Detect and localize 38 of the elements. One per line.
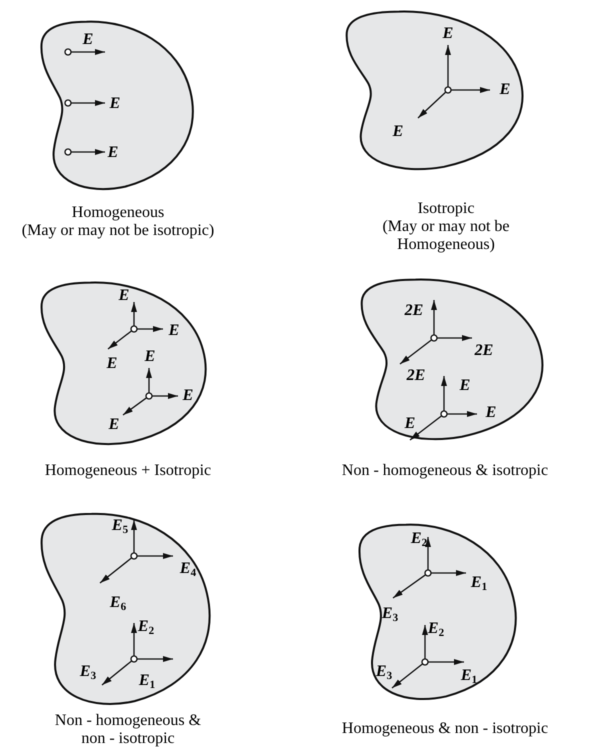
modulus-label: E$_{1}$: [460, 668, 478, 686]
node-label: Isotropic: [416, 200, 476, 218]
modulus-label: E$_{4}$: [180, 561, 196, 579]
modulus-label: E: [442, 26, 454, 42]
modulus-label: E$_{3}$: [382, 606, 398, 624]
modulus-label: 2E: [406, 368, 426, 384]
node-label: (May or may not be isotropic): [20, 222, 216, 240]
modulus-label: E: [460, 378, 470, 394]
modulus-label: E$_{3}$: [80, 664, 96, 682]
modulus-label: E: [404, 416, 416, 432]
node-label: Homogeneous & non - isotropic: [340, 720, 550, 738]
modulus-label: E: [182, 388, 194, 404]
modulus-label: E: [392, 124, 404, 140]
node-label: Non - homogeneous & non - isotropic: [54, 712, 202, 748]
modulus-label: E$_{5}$: [112, 518, 128, 536]
modulus-label: E$_{2}$: [428, 621, 444, 639]
modulus-label: E$_{6}$: [110, 595, 126, 613]
node-label: Homogeneous: [70, 204, 166, 222]
node-label: (May or may not be Homogeneous): [381, 218, 511, 254]
modulus-label: E: [110, 96, 120, 112]
modulus-label: 2E: [404, 303, 424, 319]
modulus-label: E: [486, 405, 496, 421]
modulus-label: E$_{1}$: [470, 575, 488, 593]
modulus-label: E$_{3}$: [376, 664, 392, 682]
modulus-label: 2E: [474, 343, 494, 359]
modulus-label: E: [168, 323, 180, 339]
node-label: Non - homogeneous & isotropic: [340, 462, 550, 480]
modulus-label: E: [108, 417, 120, 433]
modulus-label: E: [106, 356, 118, 372]
modulus-label: E$_{1}$: [138, 673, 156, 691]
node-label: Homogeneous + Isotropic: [44, 462, 212, 480]
modulus-label: E: [118, 288, 130, 304]
modulus-label: E: [144, 349, 156, 365]
modulus-label: E$_{2}$: [138, 619, 154, 637]
modulus-label: E: [82, 32, 94, 48]
modulus-label: E: [500, 82, 510, 98]
modulus-label: E: [108, 145, 118, 161]
modulus-label: E$_{2}$: [410, 531, 428, 549]
